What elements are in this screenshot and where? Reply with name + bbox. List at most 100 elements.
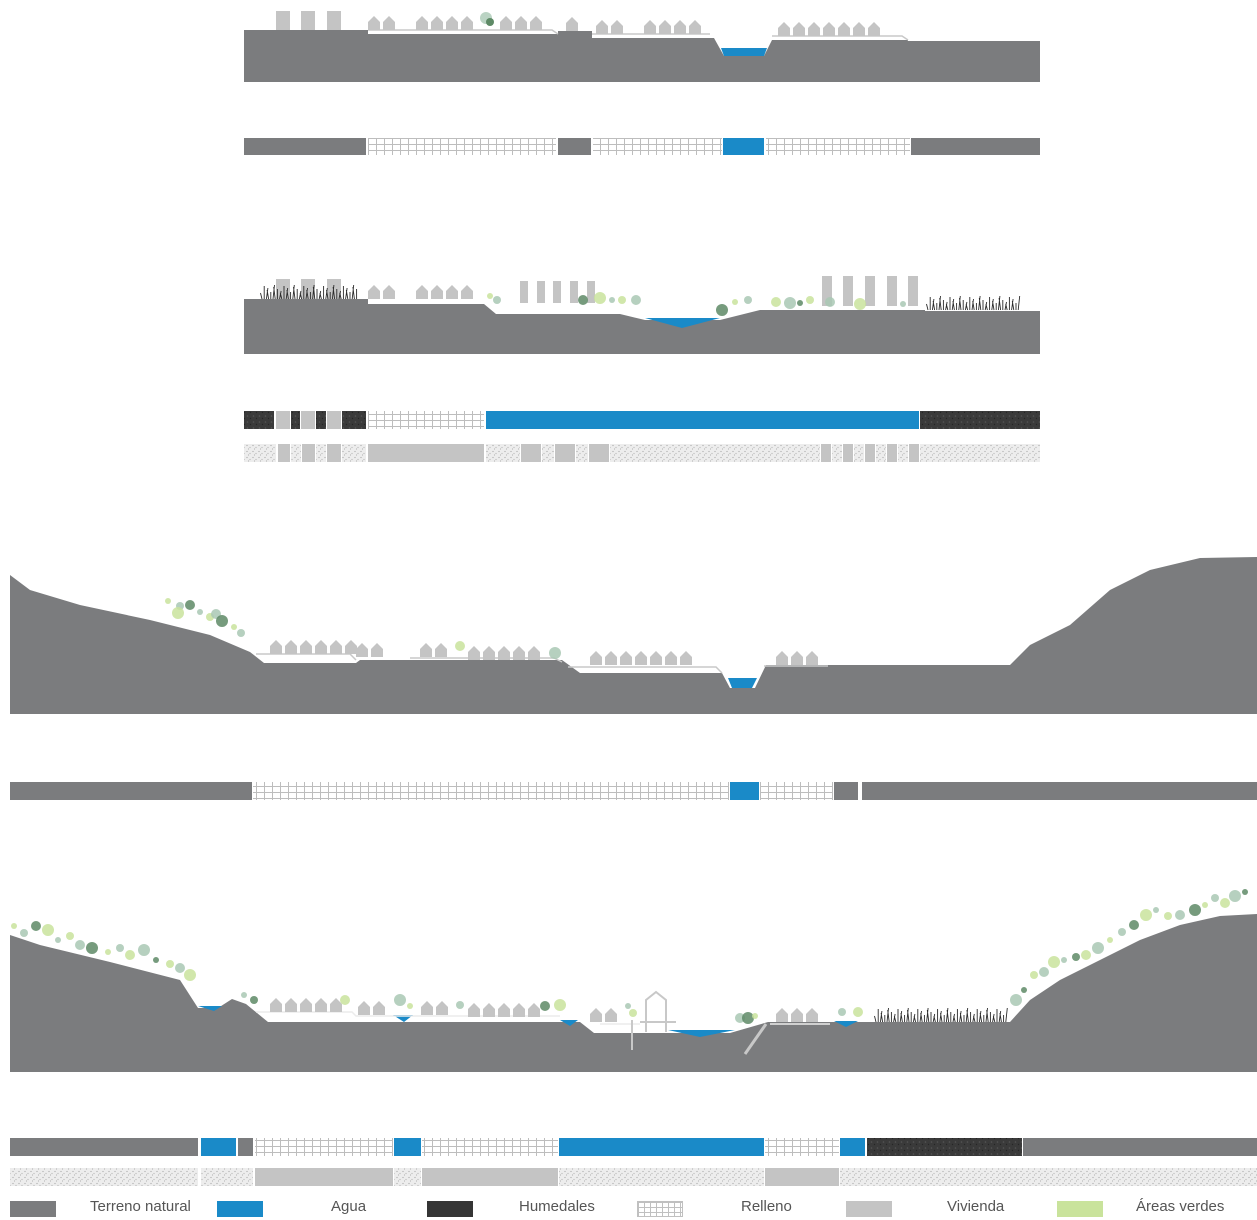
legend-label-relleno: Relleno bbox=[741, 1198, 792, 1215]
tree-icon bbox=[125, 950, 135, 960]
tree-icon bbox=[594, 292, 606, 304]
house-icon bbox=[315, 640, 327, 654]
legend-label-vivienda: Vivienda bbox=[947, 1198, 1005, 1215]
tree-icon bbox=[216, 615, 228, 627]
house-icon bbox=[461, 285, 473, 299]
house-icon bbox=[435, 643, 447, 657]
tree-icon bbox=[631, 295, 641, 305]
houses-row-e bbox=[596, 20, 623, 34]
houses-row-d bbox=[468, 646, 540, 660]
pier-structure bbox=[631, 990, 768, 1055]
tree-icon bbox=[838, 1008, 846, 1016]
legend-label-agua: Agua bbox=[331, 1198, 367, 1215]
tree-icon bbox=[1092, 942, 1104, 954]
tree-icon bbox=[732, 299, 738, 305]
house-icon bbox=[528, 1003, 540, 1017]
tree-icon bbox=[1010, 994, 1022, 1006]
tree-icon bbox=[165, 598, 171, 604]
house-icon bbox=[416, 285, 428, 299]
tree-icon bbox=[618, 296, 626, 304]
house-icon bbox=[620, 651, 632, 665]
houses-row-f bbox=[644, 20, 701, 34]
water-channel bbox=[668, 1030, 735, 1037]
house-icon bbox=[446, 285, 458, 299]
tree-icon bbox=[900, 301, 906, 307]
tree-icon bbox=[854, 298, 866, 310]
house-icon bbox=[358, 1001, 370, 1015]
houses-row-a bbox=[270, 998, 342, 1012]
house-icon bbox=[300, 998, 312, 1012]
tree-icon bbox=[1140, 909, 1152, 921]
tree-icon bbox=[716, 304, 728, 316]
tree-icon bbox=[1129, 920, 1139, 930]
houses-row-g bbox=[778, 22, 880, 36]
houses-row-e bbox=[590, 1008, 617, 1022]
legend-label-terreno: Terreno natural bbox=[90, 1198, 191, 1215]
houses-row-b bbox=[356, 643, 383, 657]
house-icon bbox=[791, 651, 803, 665]
house-icon bbox=[528, 646, 540, 660]
houses-row-a bbox=[368, 16, 395, 30]
house-icon bbox=[530, 16, 542, 30]
tree-icon bbox=[825, 297, 835, 307]
house-icon bbox=[431, 16, 443, 30]
tree-icon bbox=[752, 1013, 758, 1019]
house-icon bbox=[689, 20, 701, 34]
house-icon bbox=[605, 651, 617, 665]
house-icon bbox=[513, 1003, 525, 1017]
tree-icon bbox=[629, 1009, 637, 1017]
tree-icon bbox=[1175, 910, 1185, 920]
tree-icon bbox=[1242, 889, 1248, 895]
wetland-reeds bbox=[874, 1007, 1008, 1023]
house-icon bbox=[566, 17, 578, 31]
tree-icon bbox=[578, 295, 588, 305]
tree-icon bbox=[744, 296, 752, 304]
tree-icon bbox=[55, 937, 61, 943]
water-channel bbox=[645, 318, 720, 328]
house-icon bbox=[446, 16, 458, 30]
section-2-vegetation-strip bbox=[244, 444, 1040, 462]
houses-row-a bbox=[270, 640, 357, 654]
tree-icon bbox=[625, 1003, 631, 1009]
tree-icon bbox=[771, 297, 781, 307]
tree-icon bbox=[1164, 912, 1172, 920]
terrain-profile bbox=[10, 557, 1257, 714]
house-icon bbox=[356, 643, 368, 657]
legend-swatch-areas-verdes bbox=[1057, 1201, 1103, 1217]
houses-row-c bbox=[421, 1001, 448, 1015]
reed-icon bbox=[260, 284, 358, 300]
legend-label-humedales: Humedales bbox=[519, 1198, 595, 1215]
house-icon bbox=[468, 1003, 480, 1017]
terrain-profile bbox=[244, 299, 1040, 354]
tree-icon bbox=[1229, 890, 1241, 902]
tree-icon bbox=[172, 607, 184, 619]
tree-icon bbox=[394, 994, 406, 1006]
house-icon bbox=[513, 646, 525, 660]
tree-icon bbox=[549, 647, 561, 659]
house-icon bbox=[330, 998, 342, 1012]
reed-icon bbox=[874, 1007, 1008, 1023]
house-icon bbox=[383, 285, 395, 299]
house-icon bbox=[791, 1008, 803, 1022]
tree-icon bbox=[86, 942, 98, 954]
water-pond-left bbox=[198, 1006, 222, 1011]
terrain-profile bbox=[10, 914, 1257, 1072]
tree-icon bbox=[185, 600, 195, 610]
house-icon bbox=[674, 20, 686, 34]
tree-icon bbox=[1061, 957, 1067, 963]
house-icon bbox=[868, 22, 880, 36]
tree-icon bbox=[742, 1012, 754, 1024]
tree-icon bbox=[75, 940, 85, 950]
tree-cluster bbox=[165, 598, 561, 659]
house-icon bbox=[270, 640, 282, 654]
tree-icon bbox=[1202, 902, 1208, 908]
tree-icon bbox=[231, 624, 237, 630]
house-icon bbox=[345, 640, 357, 654]
house-icon bbox=[644, 20, 656, 34]
houses-row-d bbox=[468, 1003, 540, 1017]
tree-icon bbox=[735, 1013, 745, 1023]
tree-cluster bbox=[11, 889, 1248, 1024]
tree-icon bbox=[784, 297, 796, 309]
house-icon bbox=[838, 22, 850, 36]
houses-row-c bbox=[500, 16, 542, 30]
